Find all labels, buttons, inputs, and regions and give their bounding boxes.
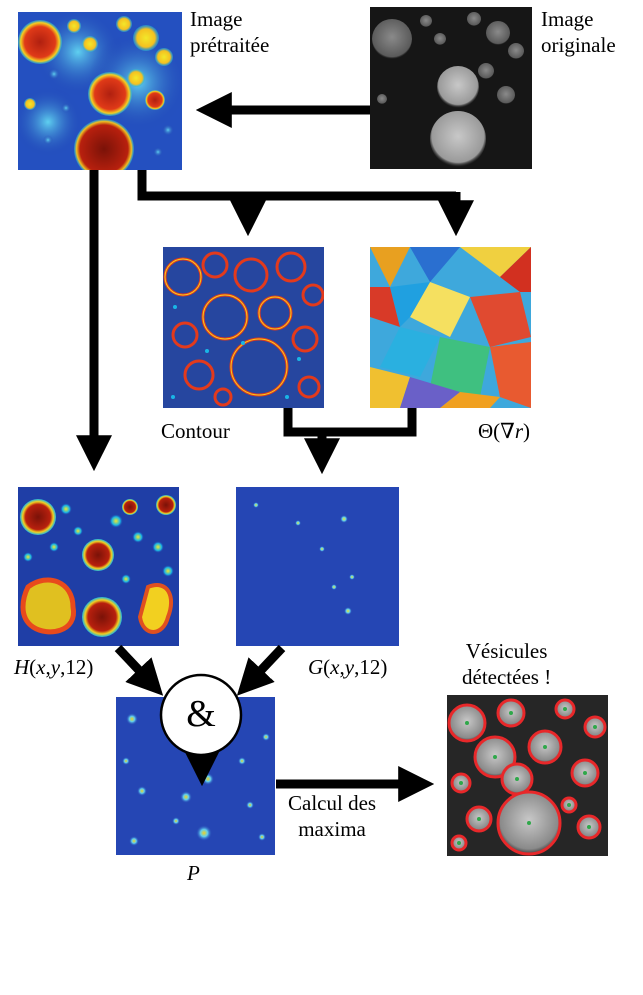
label-h-rest: ,12) xyxy=(60,655,94,679)
label-detected: Vésicules détectées ! xyxy=(462,638,551,690)
label-maxima-line2: maxima xyxy=(298,817,366,841)
and-node-circle xyxy=(159,673,243,757)
label-h-comma: , xyxy=(45,655,51,679)
label-h: H(x,y,12) xyxy=(14,654,93,680)
label-g: G(x,y,12) xyxy=(308,654,387,680)
label-preprocessed: Image prétraitée xyxy=(190,6,269,58)
label-h-func: H xyxy=(14,655,30,679)
and-operator: & xyxy=(186,693,216,735)
label-contour: Contour xyxy=(161,419,230,443)
gradient-orientation-image xyxy=(370,247,531,408)
label-detected-line1: Vésicules xyxy=(465,639,548,663)
label-h-x: x xyxy=(36,655,46,679)
label-original-line1: Image xyxy=(541,7,594,31)
label-original-line2: originale xyxy=(541,33,616,57)
label-g-func: G xyxy=(308,655,324,679)
label-theta-suffix: ) xyxy=(523,419,531,443)
label-preprocessed-line1: Image xyxy=(190,7,243,31)
original-image xyxy=(370,7,532,169)
label-detected-line2: détectées ! xyxy=(462,665,552,689)
label-maxima-line1: Calcul des xyxy=(288,791,377,815)
arrow-h-to-and xyxy=(114,644,164,696)
label-g-open: ( xyxy=(323,655,331,679)
contour-image xyxy=(163,247,324,408)
g-map-image xyxy=(236,487,399,646)
label-h-open: ( xyxy=(29,655,37,679)
label-theta-prefix: Θ(∇ xyxy=(478,419,515,443)
detected-vesicles-image xyxy=(447,695,608,856)
label-g-x: x xyxy=(330,655,340,679)
label-preprocessed-line2: prétraitée xyxy=(190,33,270,57)
label-original: Image originale xyxy=(541,6,616,58)
arrow-preprocessed-branch xyxy=(137,170,456,201)
label-g-y: y xyxy=(344,655,355,679)
label-g-comma: , xyxy=(339,655,345,679)
label-theta-var: r xyxy=(514,419,524,443)
label-p: P xyxy=(187,861,200,885)
label-h-y: y xyxy=(50,655,61,679)
arrow-g-to-and xyxy=(236,644,286,696)
label-maxima: Calcul des maxima xyxy=(288,790,376,842)
label-g-rest: ,12) xyxy=(354,655,388,679)
h-map-image xyxy=(18,487,179,646)
preprocessed-image xyxy=(18,12,182,170)
label-theta: Θ(∇r) xyxy=(478,418,530,444)
arrow-contour-theta-merge xyxy=(283,408,417,437)
